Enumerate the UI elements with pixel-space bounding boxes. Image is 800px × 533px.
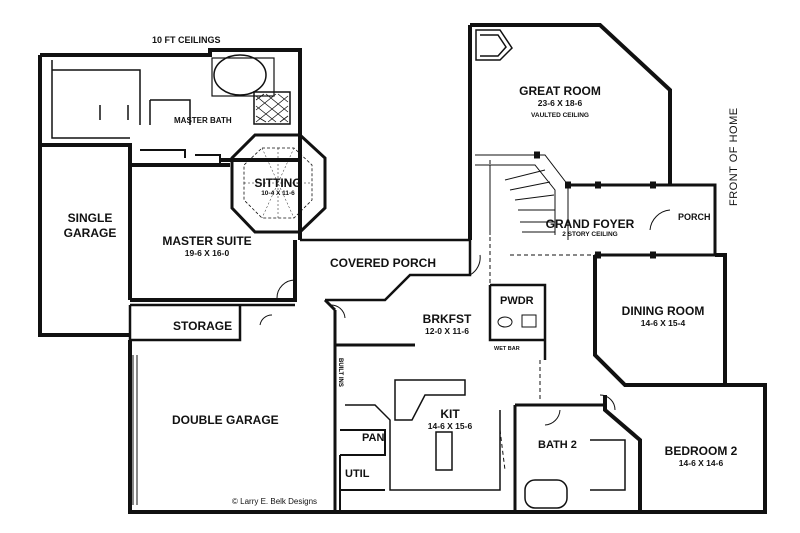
single-garage-walls — [38, 55, 132, 337]
great-room-dims: 23-6 X 18-6 — [537, 98, 583, 108]
bath2-label: BATH 2 — [538, 439, 577, 451]
fireplace — [475, 29, 513, 61]
sitting-dims: 10-4 X 11-6 — [261, 190, 295, 197]
master-bath-outline — [40, 48, 302, 162]
great-room-label: GREAT ROOM 23-6 X 18-6 VAULTED CEILING — [510, 85, 610, 119]
brkfst-label: BRKFST 12-0 X 11-6 — [412, 313, 482, 336]
storage-label: STORAGE — [173, 319, 233, 333]
shower-tile — [255, 93, 289, 123]
bedroom2-name: BEDROOM 2 — [664, 444, 738, 458]
single-garage-line2: GARAGE — [63, 226, 117, 240]
dashed-openings — [489, 160, 595, 471]
util-label: UTIL — [345, 468, 370, 480]
copyright-symbol: © — [232, 497, 238, 506]
kit-label: KIT 14-6 X 15-6 — [420, 408, 480, 431]
front-door — [649, 209, 671, 231]
brkfst-name: BRKFST — [422, 312, 472, 326]
bedroom2-label: BEDROOM 2 14-6 X 14-6 — [656, 445, 746, 468]
dining-room-name: DINING ROOM — [621, 304, 705, 318]
covered-porch-label: COVERED PORCH — [330, 256, 437, 270]
closet-walls — [140, 149, 221, 165]
master-bath-label: MASTER BATH — [174, 116, 232, 125]
foyer-columns — [534, 151, 656, 259]
bedroom2-walls — [625, 383, 767, 514]
master-bath-inner-walls — [51, 60, 191, 139]
single-garage-label: SINGLE GARAGE — [55, 212, 125, 239]
single-garage-line1: SINGLE — [67, 211, 113, 225]
staircase — [475, 154, 569, 240]
tub-surround — [211, 57, 275, 97]
lower-walls — [335, 395, 642, 514]
kitchen-counter-island — [435, 431, 453, 471]
dining-room-dims: 14-6 X 15-4 — [640, 318, 686, 328]
great-room-walls — [468, 23, 672, 240]
kitchen-counters — [345, 404, 501, 491]
shower — [253, 91, 291, 125]
grand-foyer-label: GRAND FOYER 2 STORY CEILING — [540, 218, 640, 239]
bath2-walls — [513, 403, 605, 512]
kit-name: KIT — [440, 407, 460, 421]
pwdr-toilet — [497, 316, 513, 328]
sitting-label: SITTING 10-4 X 11-6 — [248, 177, 308, 198]
dining-room-label: DINING ROOM 14-6 X 15-4 — [608, 305, 718, 328]
double-garage-walls — [128, 340, 335, 514]
master-suite-name: MASTER SUITE — [162, 234, 252, 248]
brkfst-walls — [323, 298, 415, 512]
bedroom2-dims: 14-6 X 14-6 — [678, 458, 724, 468]
covered-porch-walls — [300, 238, 472, 302]
master-suite-walls — [130, 160, 302, 302]
storage-walls — [128, 303, 295, 342]
copyright: © Larry E. Belk Designs — [232, 498, 317, 506]
master-suite-dims: 19-6 X 16-0 — [184, 248, 230, 258]
sitting-name: SITTING — [254, 176, 302, 190]
front-of-home-label: FRONT OF HOME — [728, 107, 740, 206]
master-suite-label: MASTER SUITE 19-6 X 16-0 — [152, 235, 262, 258]
bathtub — [213, 54, 267, 96]
porch-label: PORCH — [678, 212, 711, 222]
door-swings — [259, 254, 616, 426]
built-ins-label: BUILT INS — [337, 358, 343, 387]
double-garage-label: DOUBLE GARAGE — [172, 413, 279, 427]
ceilings-note: 10 FT CEILINGS — [152, 35, 221, 45]
bath2-tub — [524, 479, 568, 509]
wet-bar-label: WET BAR — [494, 346, 520, 352]
kit-dims: 14-6 X 15-6 — [427, 421, 473, 431]
util-walls — [339, 455, 385, 512]
grand-foyer-name: GRAND FOYER — [545, 217, 635, 231]
grand-foyer-note: 2 STORY CEILING — [562, 231, 618, 238]
brkfst-dims: 12-0 X 11-6 — [425, 326, 469, 336]
copyright-text: Larry E. Belk Designs — [240, 497, 318, 506]
great-room-note: VAULTED CEILING — [531, 111, 589, 119]
kitchen-island — [394, 379, 466, 421]
pan-label: PAN — [362, 432, 385, 444]
garage-door-marks — [132, 355, 138, 505]
great-room-name: GREAT ROOM — [519, 84, 601, 98]
pan-walls — [340, 429, 386, 456]
bath2-vanity — [590, 439, 626, 491]
pwdr-label: PWDR — [500, 295, 534, 307]
pwdr-walls — [488, 283, 547, 360]
sitting-octagon — [230, 133, 327, 234]
pwdr-sink — [521, 314, 537, 328]
sitting-radials — [244, 147, 312, 219]
